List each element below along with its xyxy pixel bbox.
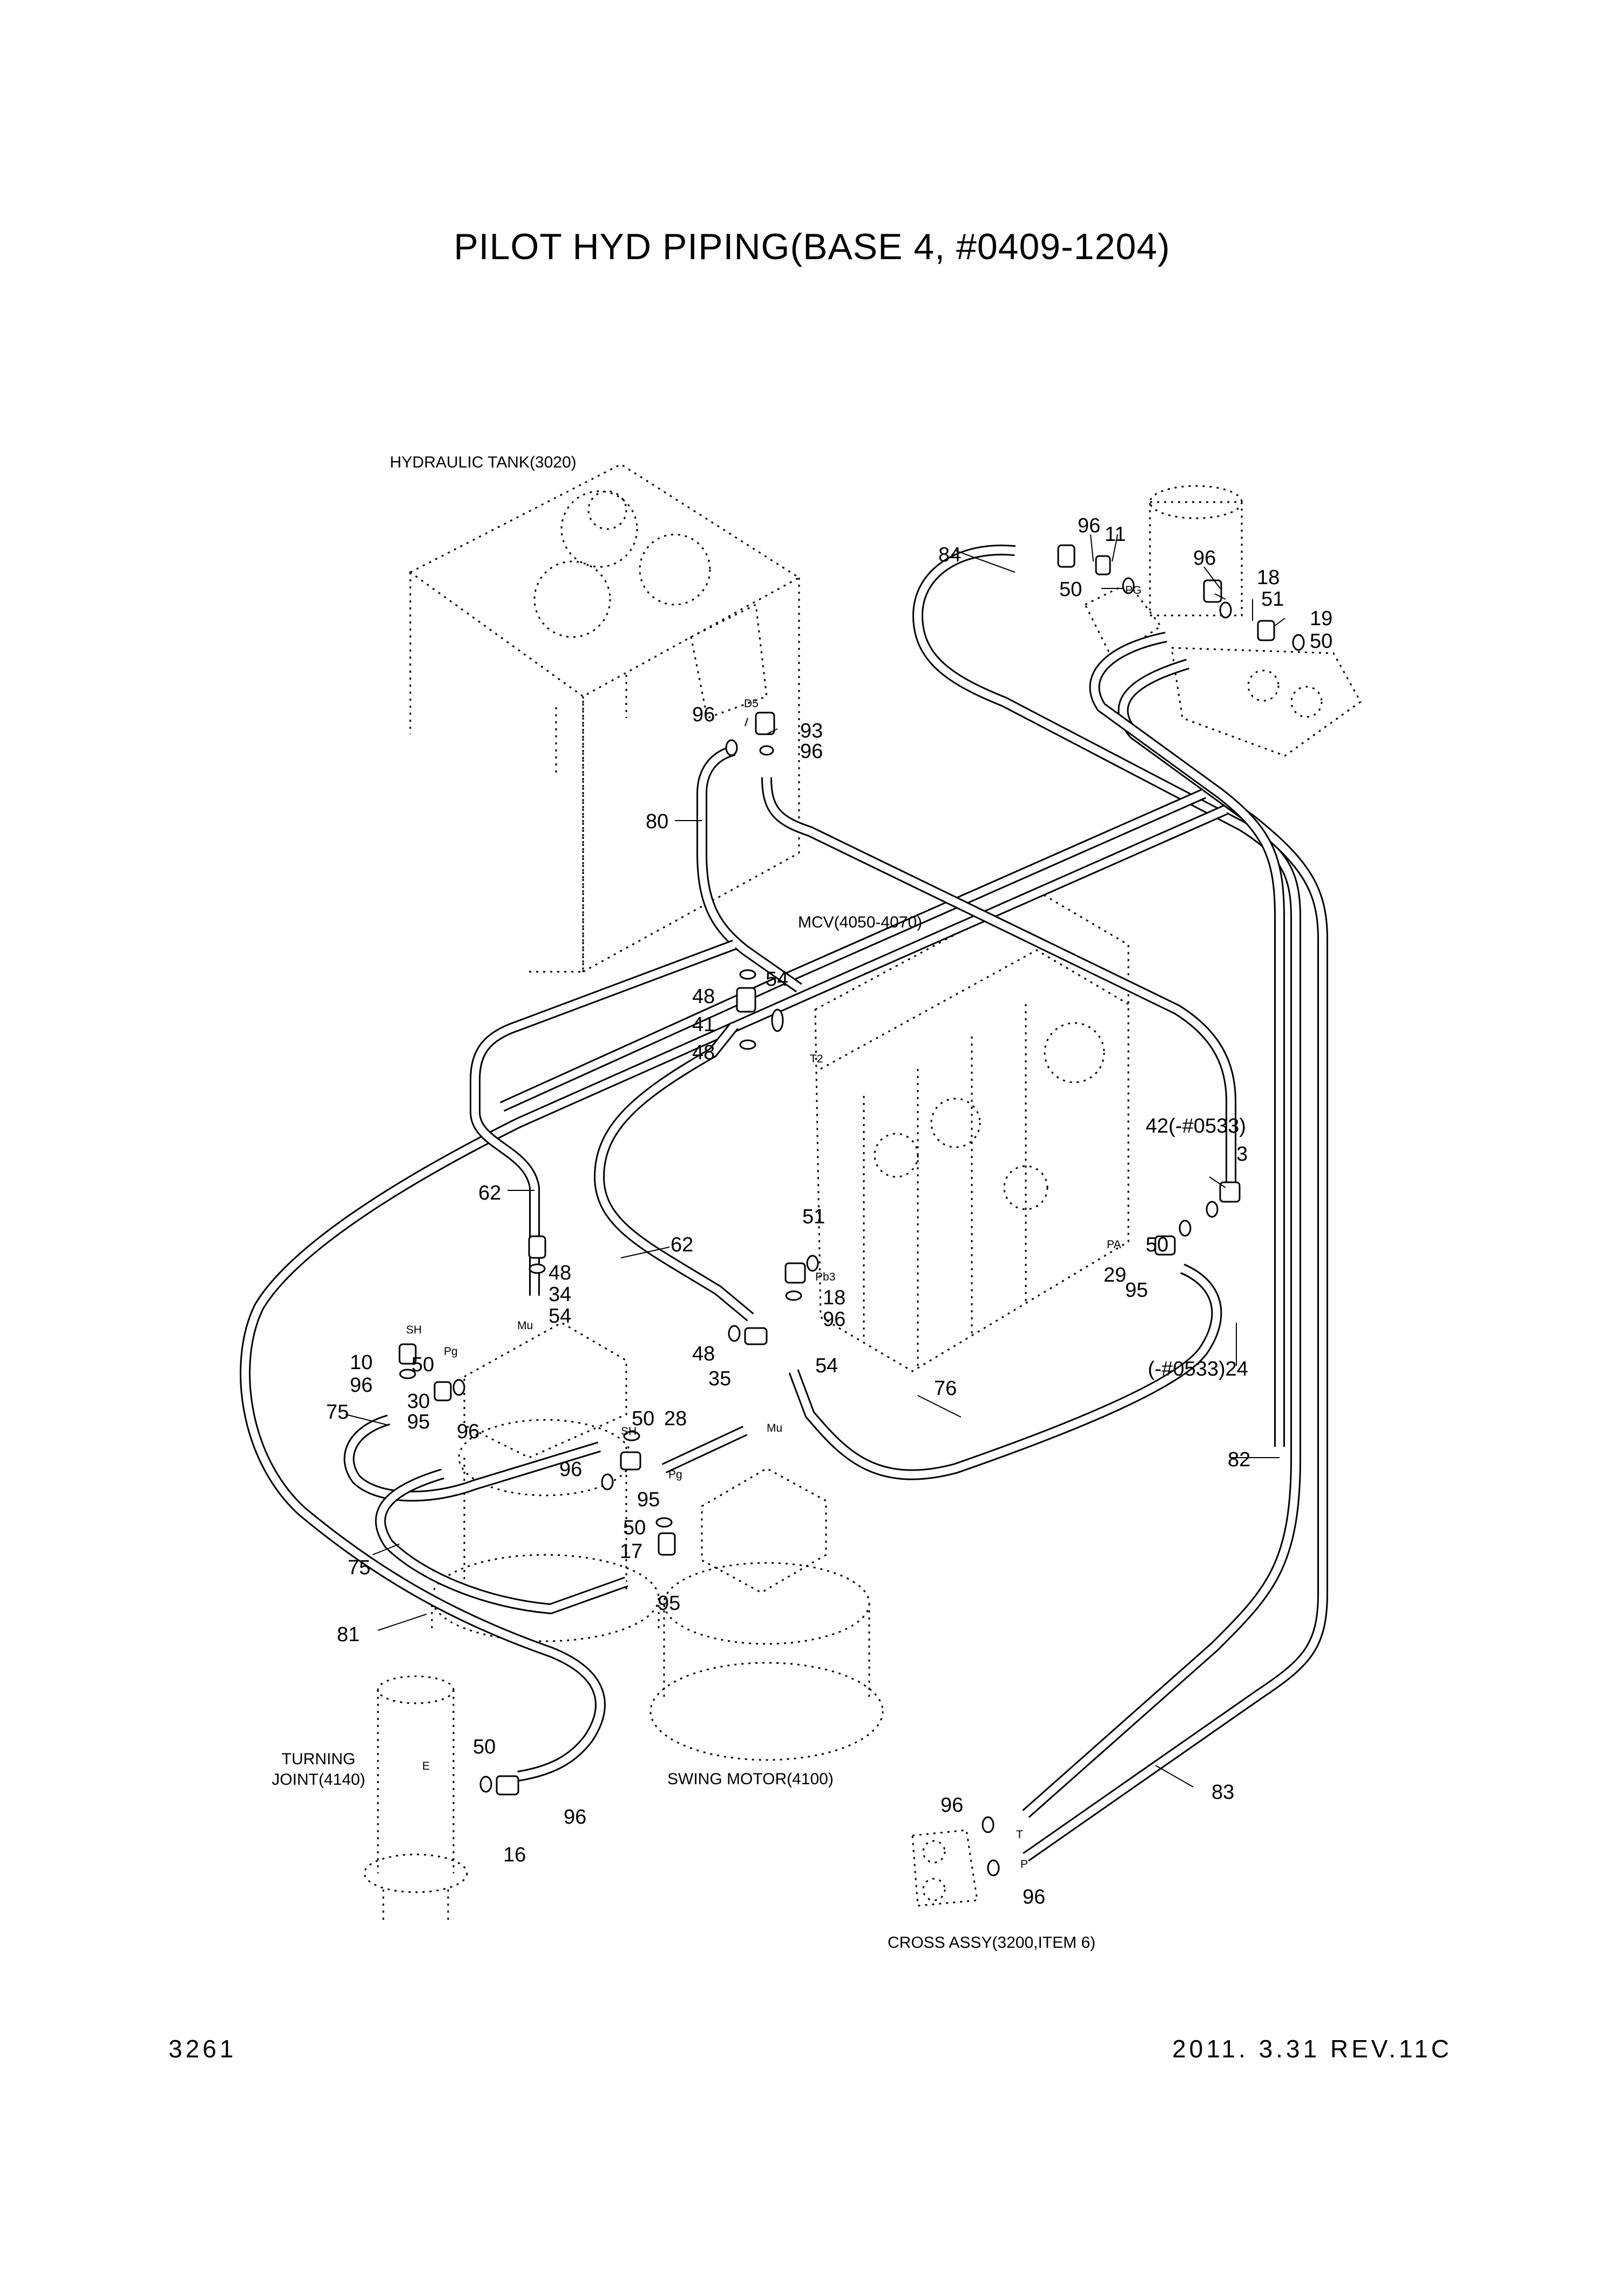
callout-75: 75 bbox=[348, 1556, 370, 1579]
revision-date: 2011. 3.31 REV.11C bbox=[1172, 2035, 1452, 2063]
callout-54: 54 bbox=[549, 1305, 571, 1328]
pilot-pump-block bbox=[1084, 485, 1362, 757]
callout-96: 96 bbox=[940, 1794, 963, 1817]
caption-cross-assy: CROSS ASSY(3200,ITEM 6) bbox=[888, 1934, 1095, 1952]
callout-48: 48 bbox=[549, 1262, 571, 1284]
callout-62: 62 bbox=[671, 1234, 693, 1256]
port-pg-left: Pg bbox=[444, 1345, 458, 1358]
callout-96: 96 bbox=[1193, 547, 1216, 570]
callout-96: 96 bbox=[692, 703, 715, 726]
callout-50: 50 bbox=[623, 1516, 646, 1539]
callout-24: (-#0533)24 bbox=[1148, 1358, 1248, 1380]
hydraulic-tank bbox=[409, 463, 801, 973]
part-callouts: 96 11 84 96 18 50 51 19 50 96 93 96 80 4… bbox=[326, 514, 1332, 1908]
callout-62: 62 bbox=[478, 1182, 501, 1204]
callout-96: 96 bbox=[457, 1420, 479, 1443]
callout-17: 17 bbox=[620, 1540, 642, 1563]
caption-mcv: MCV(4050-4070) bbox=[798, 913, 922, 931]
callout-50: 50 bbox=[632, 1407, 654, 1430]
callout-93: 93 bbox=[800, 720, 823, 742]
callout-41: 41 bbox=[692, 1013, 715, 1036]
callout-81: 81 bbox=[337, 1623, 360, 1646]
port-sh-mid: SH bbox=[621, 1425, 637, 1438]
callout-50: 50 bbox=[1310, 630, 1332, 653]
callout-30: 30 bbox=[407, 1390, 430, 1413]
callout-96: 96 bbox=[350, 1374, 373, 1397]
callout-48: 48 bbox=[692, 1343, 715, 1365]
callout-76: 76 bbox=[934, 1377, 957, 1400]
callout-50: 50 bbox=[411, 1353, 434, 1376]
page-title: PILOT HYD PIPING(BASE 4, #0409-1204) bbox=[454, 226, 1170, 267]
fittings bbox=[398, 544, 1305, 1877]
port-p: P bbox=[1020, 1858, 1028, 1871]
caption-swing-motor: SWING MOTOR(4100) bbox=[667, 1770, 834, 1788]
callout-51: 51 bbox=[1261, 588, 1284, 611]
port-t2: T2 bbox=[810, 1053, 823, 1065]
callout-19: 19 bbox=[1310, 607, 1332, 630]
callout-18: 18 bbox=[823, 1286, 845, 1309]
hose-routes bbox=[240, 544, 1328, 1862]
callout-54: 54 bbox=[766, 968, 788, 991]
page-number: 3261 bbox=[168, 2035, 237, 2063]
callout-3: 3 bbox=[1236, 1143, 1248, 1166]
turning-joint bbox=[363, 1675, 468, 1922]
callout-96: 96 bbox=[823, 1308, 845, 1331]
callout-42: 42(-#0533) bbox=[1146, 1115, 1246, 1137]
main-control-valve bbox=[814, 890, 1129, 1372]
port-d5: D5 bbox=[744, 697, 759, 710]
callout-50: 50 bbox=[1059, 578, 1082, 601]
callout-96: 96 bbox=[1078, 514, 1100, 537]
port-pg-mid: Pg bbox=[668, 1468, 682, 1481]
callout-75: 75 bbox=[326, 1401, 349, 1424]
callout-96: 96 bbox=[559, 1458, 582, 1481]
callout-96: 96 bbox=[564, 1806, 586, 1829]
cross-assembly bbox=[911, 1829, 978, 1907]
callout-35: 35 bbox=[708, 1367, 731, 1390]
callout-84: 84 bbox=[938, 544, 961, 566]
callout-95: 95 bbox=[407, 1411, 430, 1433]
leader-lines bbox=[345, 534, 1285, 1787]
callout-34: 34 bbox=[549, 1283, 571, 1306]
callout-82: 82 bbox=[1228, 1448, 1250, 1471]
callout-48: 48 bbox=[692, 1041, 715, 1064]
port-pa: PA bbox=[1107, 1238, 1121, 1251]
caption-hydraulic-tank: HYDRAULIC TANK(3020) bbox=[390, 453, 577, 471]
callout-50: 50 bbox=[473, 1736, 496, 1758]
component-captions: HYDRAULIC TANK(3020) MCV(4050-4070) TURN… bbox=[272, 453, 1095, 1952]
caption-turning-joint-line2: JOINT(4140) bbox=[272, 1771, 365, 1789]
port-mu-left: Mu bbox=[517, 1319, 533, 1332]
port-labels: D5 PG T2 PA Pb3 SH Pg Mu SH Pg Mu E T P bbox=[406, 584, 1141, 1871]
caption-turning-joint-line1: TURNING bbox=[282, 1750, 356, 1768]
callout-96: 96 bbox=[1023, 1886, 1045, 1908]
callout-95: 95 bbox=[1125, 1279, 1148, 1302]
swing-motor-right bbox=[649, 1467, 884, 1761]
port-sh-left: SH bbox=[406, 1324, 422, 1336]
callout-95: 95 bbox=[637, 1488, 660, 1511]
callout-18: 18 bbox=[1257, 566, 1280, 589]
callout-54: 54 bbox=[815, 1355, 838, 1377]
port-t: T bbox=[1016, 1829, 1023, 1841]
callout-95: 95 bbox=[658, 1592, 680, 1615]
port-pb3: Pb3 bbox=[815, 1271, 835, 1283]
callout-96: 96 bbox=[800, 740, 823, 763]
callout-48: 48 bbox=[692, 985, 715, 1008]
callout-50: 50 bbox=[1146, 1234, 1168, 1256]
callout-28: 28 bbox=[664, 1407, 687, 1430]
callout-29: 29 bbox=[1104, 1264, 1126, 1286]
port-mu-mid: Mu bbox=[767, 1422, 782, 1434]
callout-80: 80 bbox=[646, 810, 668, 833]
callout-16: 16 bbox=[503, 1844, 526, 1866]
callout-11: 11 bbox=[1105, 523, 1126, 546]
port-e: E bbox=[422, 1760, 430, 1772]
port-pg-top: PG bbox=[1125, 584, 1141, 597]
callout-51: 51 bbox=[802, 1206, 825, 1228]
callout-10: 10 bbox=[350, 1351, 373, 1374]
callout-83: 83 bbox=[1212, 1781, 1234, 1804]
